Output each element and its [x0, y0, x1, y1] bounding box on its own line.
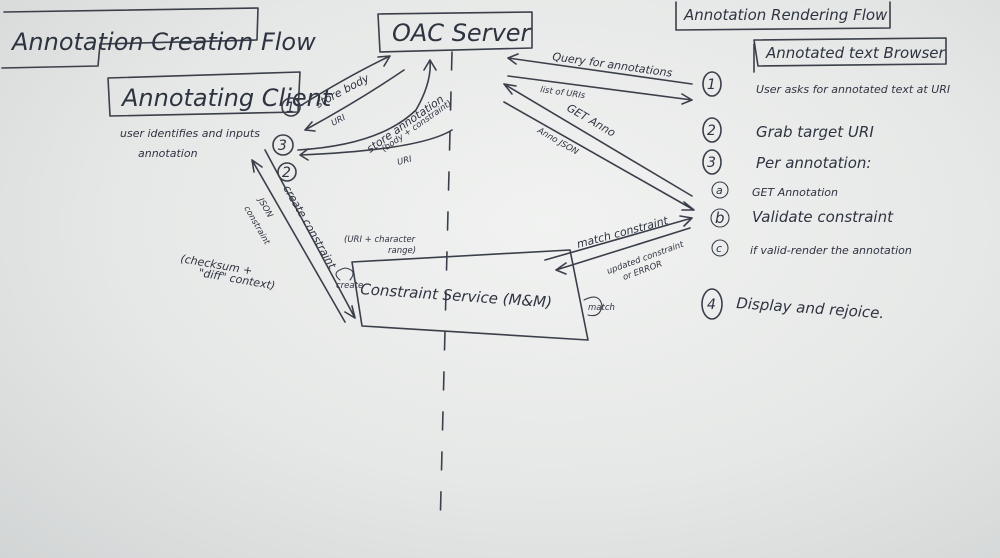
- right-step-2: 2 Grab target URI: [702, 117, 874, 143]
- uri-char-range-line2: range): [388, 246, 416, 256]
- right-step3-text: Per annotation:: [756, 154, 871, 172]
- client-desc-line2: annotation: [138, 147, 198, 160]
- get-anno-label: GET Anno: [565, 101, 618, 139]
- substep-a-letter: a: [716, 184, 723, 197]
- get-anno-arrow: [503, 83, 693, 197]
- rendering-flow-heading-box: [675, 1, 891, 31]
- create-short-label: create: [336, 281, 363, 291]
- right-step2-circle: [702, 117, 722, 143]
- right-step1-text: User asks for annotated text at URI: [756, 83, 950, 96]
- substep-a-text: GET Annotation: [752, 186, 838, 199]
- server-box: [377, 11, 533, 53]
- creation-flow-heading-box: [1, 7, 259, 69]
- substep-b: b Validate constraint: [710, 208, 894, 228]
- match-loop-arrow: [583, 296, 603, 317]
- step3-number: 3: [278, 138, 287, 154]
- json-constraint-arrow: [251, 159, 346, 323]
- server-label: OAC Server: [392, 19, 533, 47]
- uri-char-range-line1: (URI + character: [344, 235, 416, 245]
- step2-number: 2: [282, 165, 291, 181]
- step2-circle: [277, 162, 297, 182]
- substep-b-letter: b: [715, 209, 725, 227]
- right-step2-text: Grab target URI: [756, 123, 874, 141]
- updated-constraint-arrow: [555, 227, 691, 275]
- create-constraint-arrow: [264, 149, 356, 319]
- substep-a-circle: [711, 181, 729, 199]
- right-step4-number: 4: [707, 297, 716, 313]
- right-step4-circle: [701, 288, 723, 320]
- client-title: Annotating Client: [120, 84, 333, 112]
- store-annotation-arrow: [297, 59, 437, 151]
- constraint-service-label: Constraint Service (M&M): [360, 280, 553, 311]
- uri-return-arrow-2: [299, 129, 453, 161]
- create-constraint-label: create constraint: [280, 183, 339, 272]
- uri-label-2: URI: [396, 154, 413, 168]
- right-step4-text: Display and rejoice.: [736, 294, 885, 322]
- step3-circle: [272, 134, 294, 156]
- constraint-service-box: [351, 249, 589, 341]
- substep-b-text: Validate constraint: [752, 208, 894, 226]
- store-body-arrow: [299, 55, 391, 107]
- store-annotation-label: store annotation: [364, 93, 446, 156]
- client-desc-line1: user identifies and inputs: [120, 127, 260, 140]
- right-step3-circle: [702, 149, 722, 175]
- substep-b-circle: [710, 208, 730, 228]
- create-loop-arrow: [335, 267, 354, 281]
- browser-title: Annotated text Browser: [765, 44, 946, 62]
- match-constraint-arrow: [544, 215, 693, 261]
- substep-c-text: if valid-render the annotation: [750, 244, 912, 257]
- uri-return-arrow-1: [304, 69, 405, 132]
- list-uris-arrow: [507, 75, 693, 105]
- substep-c: c if valid-render the annotation: [711, 239, 912, 257]
- substep-a: a GET Annotation: [711, 181, 838, 199]
- right-step-4: 4 Display and rejoice.: [701, 288, 885, 322]
- substep-c-circle: [711, 239, 729, 257]
- right-step2-number: 2: [707, 123, 716, 139]
- list-uris-label: list of URIs: [540, 85, 587, 101]
- right-step-1: 1 User asks for annotated text at URI: [702, 71, 950, 97]
- anno-json-arrow: [503, 101, 695, 211]
- rendering-flow-heading: Annotation Rendering Flow: [683, 6, 888, 24]
- substep-c-letter: c: [716, 242, 722, 255]
- browser-box: [753, 37, 947, 67]
- query-arrow: [507, 53, 693, 85]
- right-step1-number: 1: [707, 77, 716, 93]
- creation-flow-heading: Annotation Creation Flow: [10, 28, 316, 56]
- right-step-3: 3 Per annotation:: [702, 149, 871, 175]
- match-constraint-label: match constraint: [575, 214, 670, 251]
- right-step1-circle: [702, 71, 722, 97]
- step1-circle: [281, 97, 301, 117]
- step1-number: 1: [286, 100, 295, 116]
- query-label: Query for annotations: [552, 50, 674, 80]
- right-step3-number: 3: [707, 155, 716, 171]
